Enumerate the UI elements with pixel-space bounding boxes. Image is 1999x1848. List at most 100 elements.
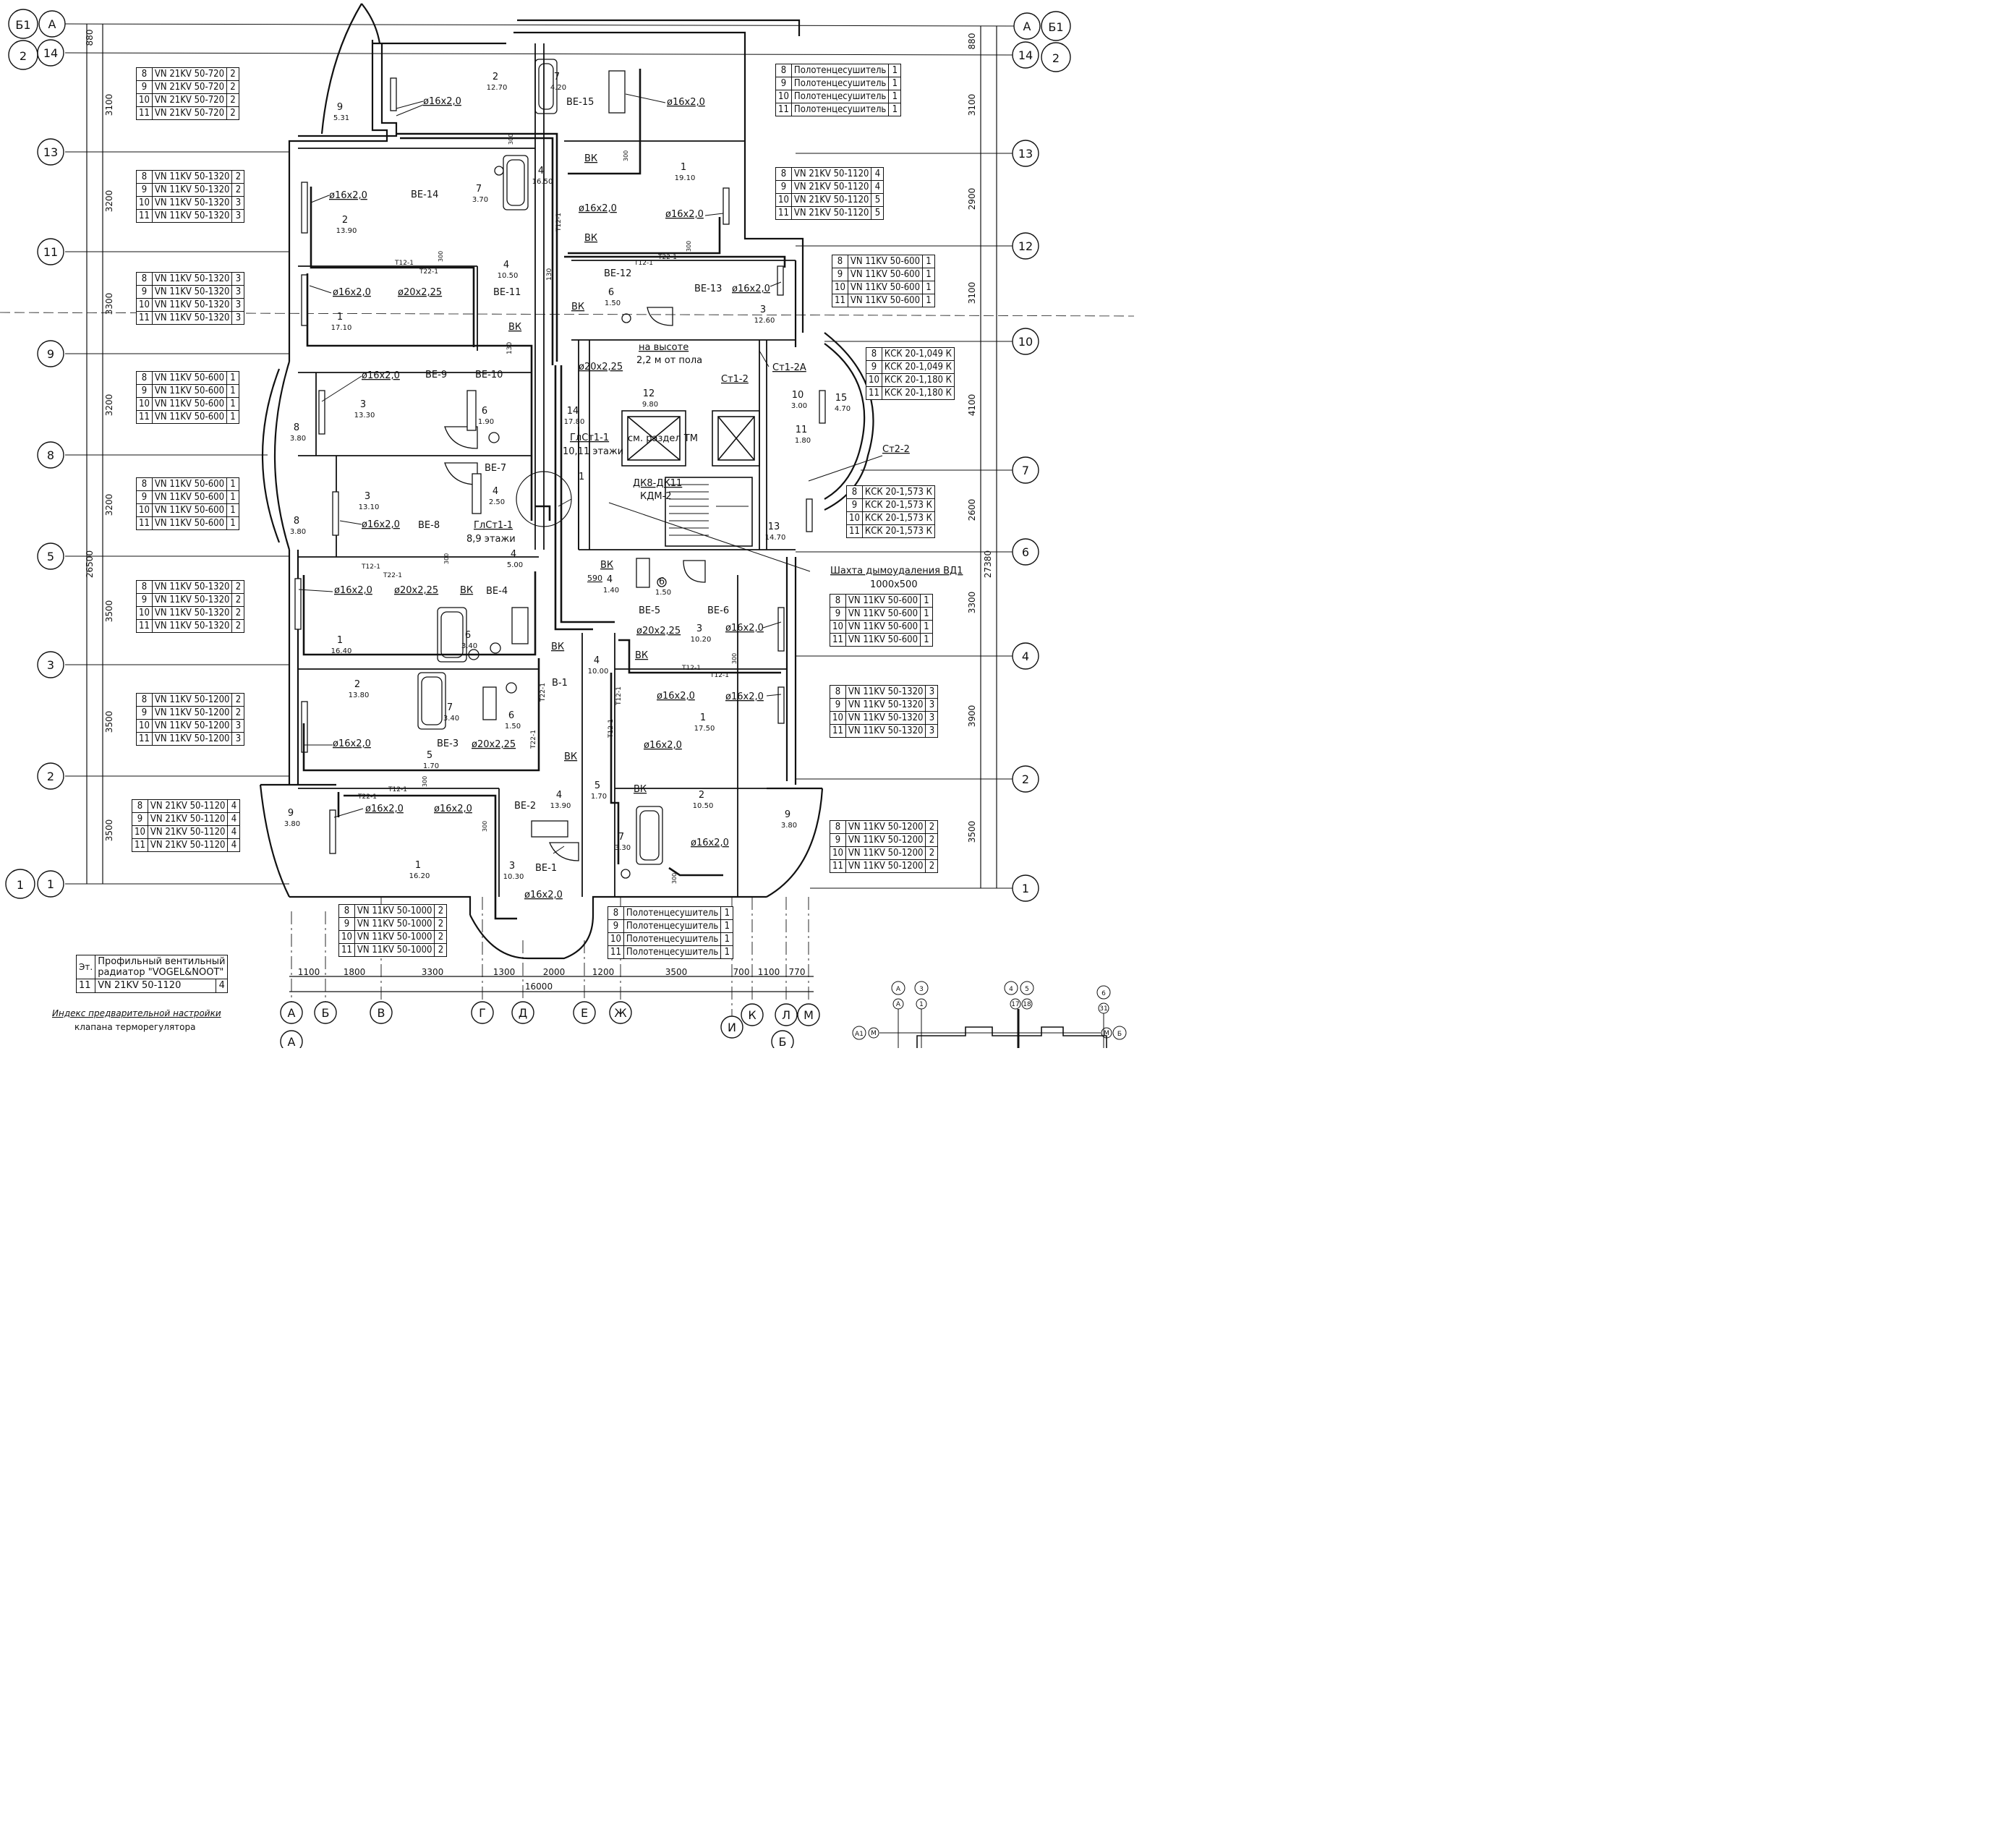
room-area: 17.80 <box>564 418 585 426</box>
dim-300: 300 <box>482 821 488 832</box>
model-cell: VN 11KV 50-1320 <box>151 619 233 633</box>
index-cell: 2 <box>434 930 448 944</box>
keyplan-label: М <box>1104 1030 1109 1037</box>
dim-right: 3100 <box>967 282 977 305</box>
dim-left: 3200 <box>104 190 114 213</box>
smoke-shaft-size: 1000x500 <box>870 579 918 590</box>
axis-number-label: 3 <box>47 658 54 672</box>
room-number: 4 <box>511 549 516 560</box>
floor-cell: 10 <box>136 93 153 107</box>
keyplan-label: М <box>871 1030 877 1037</box>
room-number: 13 <box>768 521 780 532</box>
room-area: 4.70 <box>835 405 851 413</box>
axis-bubble-letter <box>741 1003 764 1026</box>
room-number: 9 <box>785 809 790 820</box>
model-cell: VN 11KV 50-1320 <box>151 183 233 197</box>
index-cell: 2 <box>226 106 240 120</box>
index-cell: 2 <box>226 80 240 94</box>
axis-number-label: 13 <box>1018 147 1033 161</box>
axis-number-label: 13 <box>43 145 58 159</box>
dim-left: 3100 <box>104 94 114 116</box>
floor-cell: 9 <box>136 80 153 94</box>
room-number: 11 <box>796 425 808 435</box>
index-cell: 1 <box>226 477 240 491</box>
vk-label: ВК <box>564 751 577 762</box>
floor-cell: 8 <box>775 64 792 77</box>
axis-bubble-letter <box>280 1001 303 1024</box>
model-cell: КСК 20-1,573 К <box>861 511 935 525</box>
axis-letter-label: Ж <box>614 1006 626 1020</box>
index-cell: 1 <box>226 397 240 411</box>
corner-bubble <box>1013 12 1041 40</box>
grid-leaders <box>0 23 1134 889</box>
dim-right: 3300 <box>967 592 977 614</box>
index-cell: 1 <box>226 371 240 385</box>
vk-label: ВК <box>584 233 597 244</box>
dim-left: 3200 <box>104 494 114 516</box>
floor-cell: 8 <box>136 477 153 491</box>
vk-label: ВК <box>571 302 584 312</box>
keyplan-label: Б <box>1117 1031 1122 1038</box>
dim-bottom: 1300 <box>493 967 516 977</box>
room-number: 4 <box>607 574 613 585</box>
room-area: 13.10 <box>359 503 380 511</box>
damper-dk: ДК8-ДК11 <box>633 478 682 489</box>
pipe-size-16: ø16x2,0 <box>334 585 372 596</box>
room-number: 12 <box>643 388 655 399</box>
room-number: 4 <box>594 655 600 666</box>
model-cell: КСК 20-1,573 К <box>861 485 935 499</box>
axis-letter-label: Е <box>581 1006 588 1020</box>
model-cell: VN 21KV 50-1120 <box>790 180 872 194</box>
room-area: 3.80 <box>284 820 300 828</box>
floor-cell: 9 <box>846 498 863 512</box>
index-cell: 1 <box>888 103 902 116</box>
model-cell: VN 11KV 50-1320 <box>151 593 233 607</box>
dim-right: 880 <box>967 33 977 50</box>
radiators <box>294 70 826 854</box>
room-number: 4 <box>503 260 509 271</box>
be-label: В-1 <box>552 678 568 689</box>
legend-table: Эт. Профильный вентильный радиатор "VOGE… <box>75 955 229 993</box>
keyplan-label: А1 <box>855 1031 864 1038</box>
room-number: 5 <box>427 750 432 761</box>
axis-bubble-letter <box>775 1003 798 1026</box>
floor-cell: 10 <box>830 620 846 634</box>
floor-cell: 10 <box>136 503 153 517</box>
pipe-t12: Т12-1 <box>681 665 701 672</box>
corner-bubble <box>1041 42 1071 72</box>
axis-letter-label: Д <box>519 1006 528 1020</box>
index-cell: 1 <box>720 919 734 933</box>
be-label: ВЕ-1 <box>535 863 557 874</box>
room-area: 17.10 <box>331 324 352 332</box>
dim-300: 300 <box>422 776 428 787</box>
floor-cell: 10 <box>338 930 355 944</box>
floor-cell: 11 <box>132 838 148 852</box>
floor-cell: 10 <box>775 193 792 207</box>
room-number: 1 <box>700 712 706 723</box>
model-cell: VN 21KV 50-1120 <box>147 825 229 839</box>
room-number: 6 <box>608 287 614 298</box>
room-area: 3.80 <box>290 435 306 443</box>
floor-cell: 11 <box>136 732 153 746</box>
index-cell: 1 <box>888 77 902 90</box>
room-area: 3.40 <box>461 642 477 650</box>
floor-cell: 11 <box>830 859 846 873</box>
floor-cell: 8 <box>830 820 846 834</box>
room-number: 2 <box>493 72 498 82</box>
dim-left: 3500 <box>104 819 114 842</box>
